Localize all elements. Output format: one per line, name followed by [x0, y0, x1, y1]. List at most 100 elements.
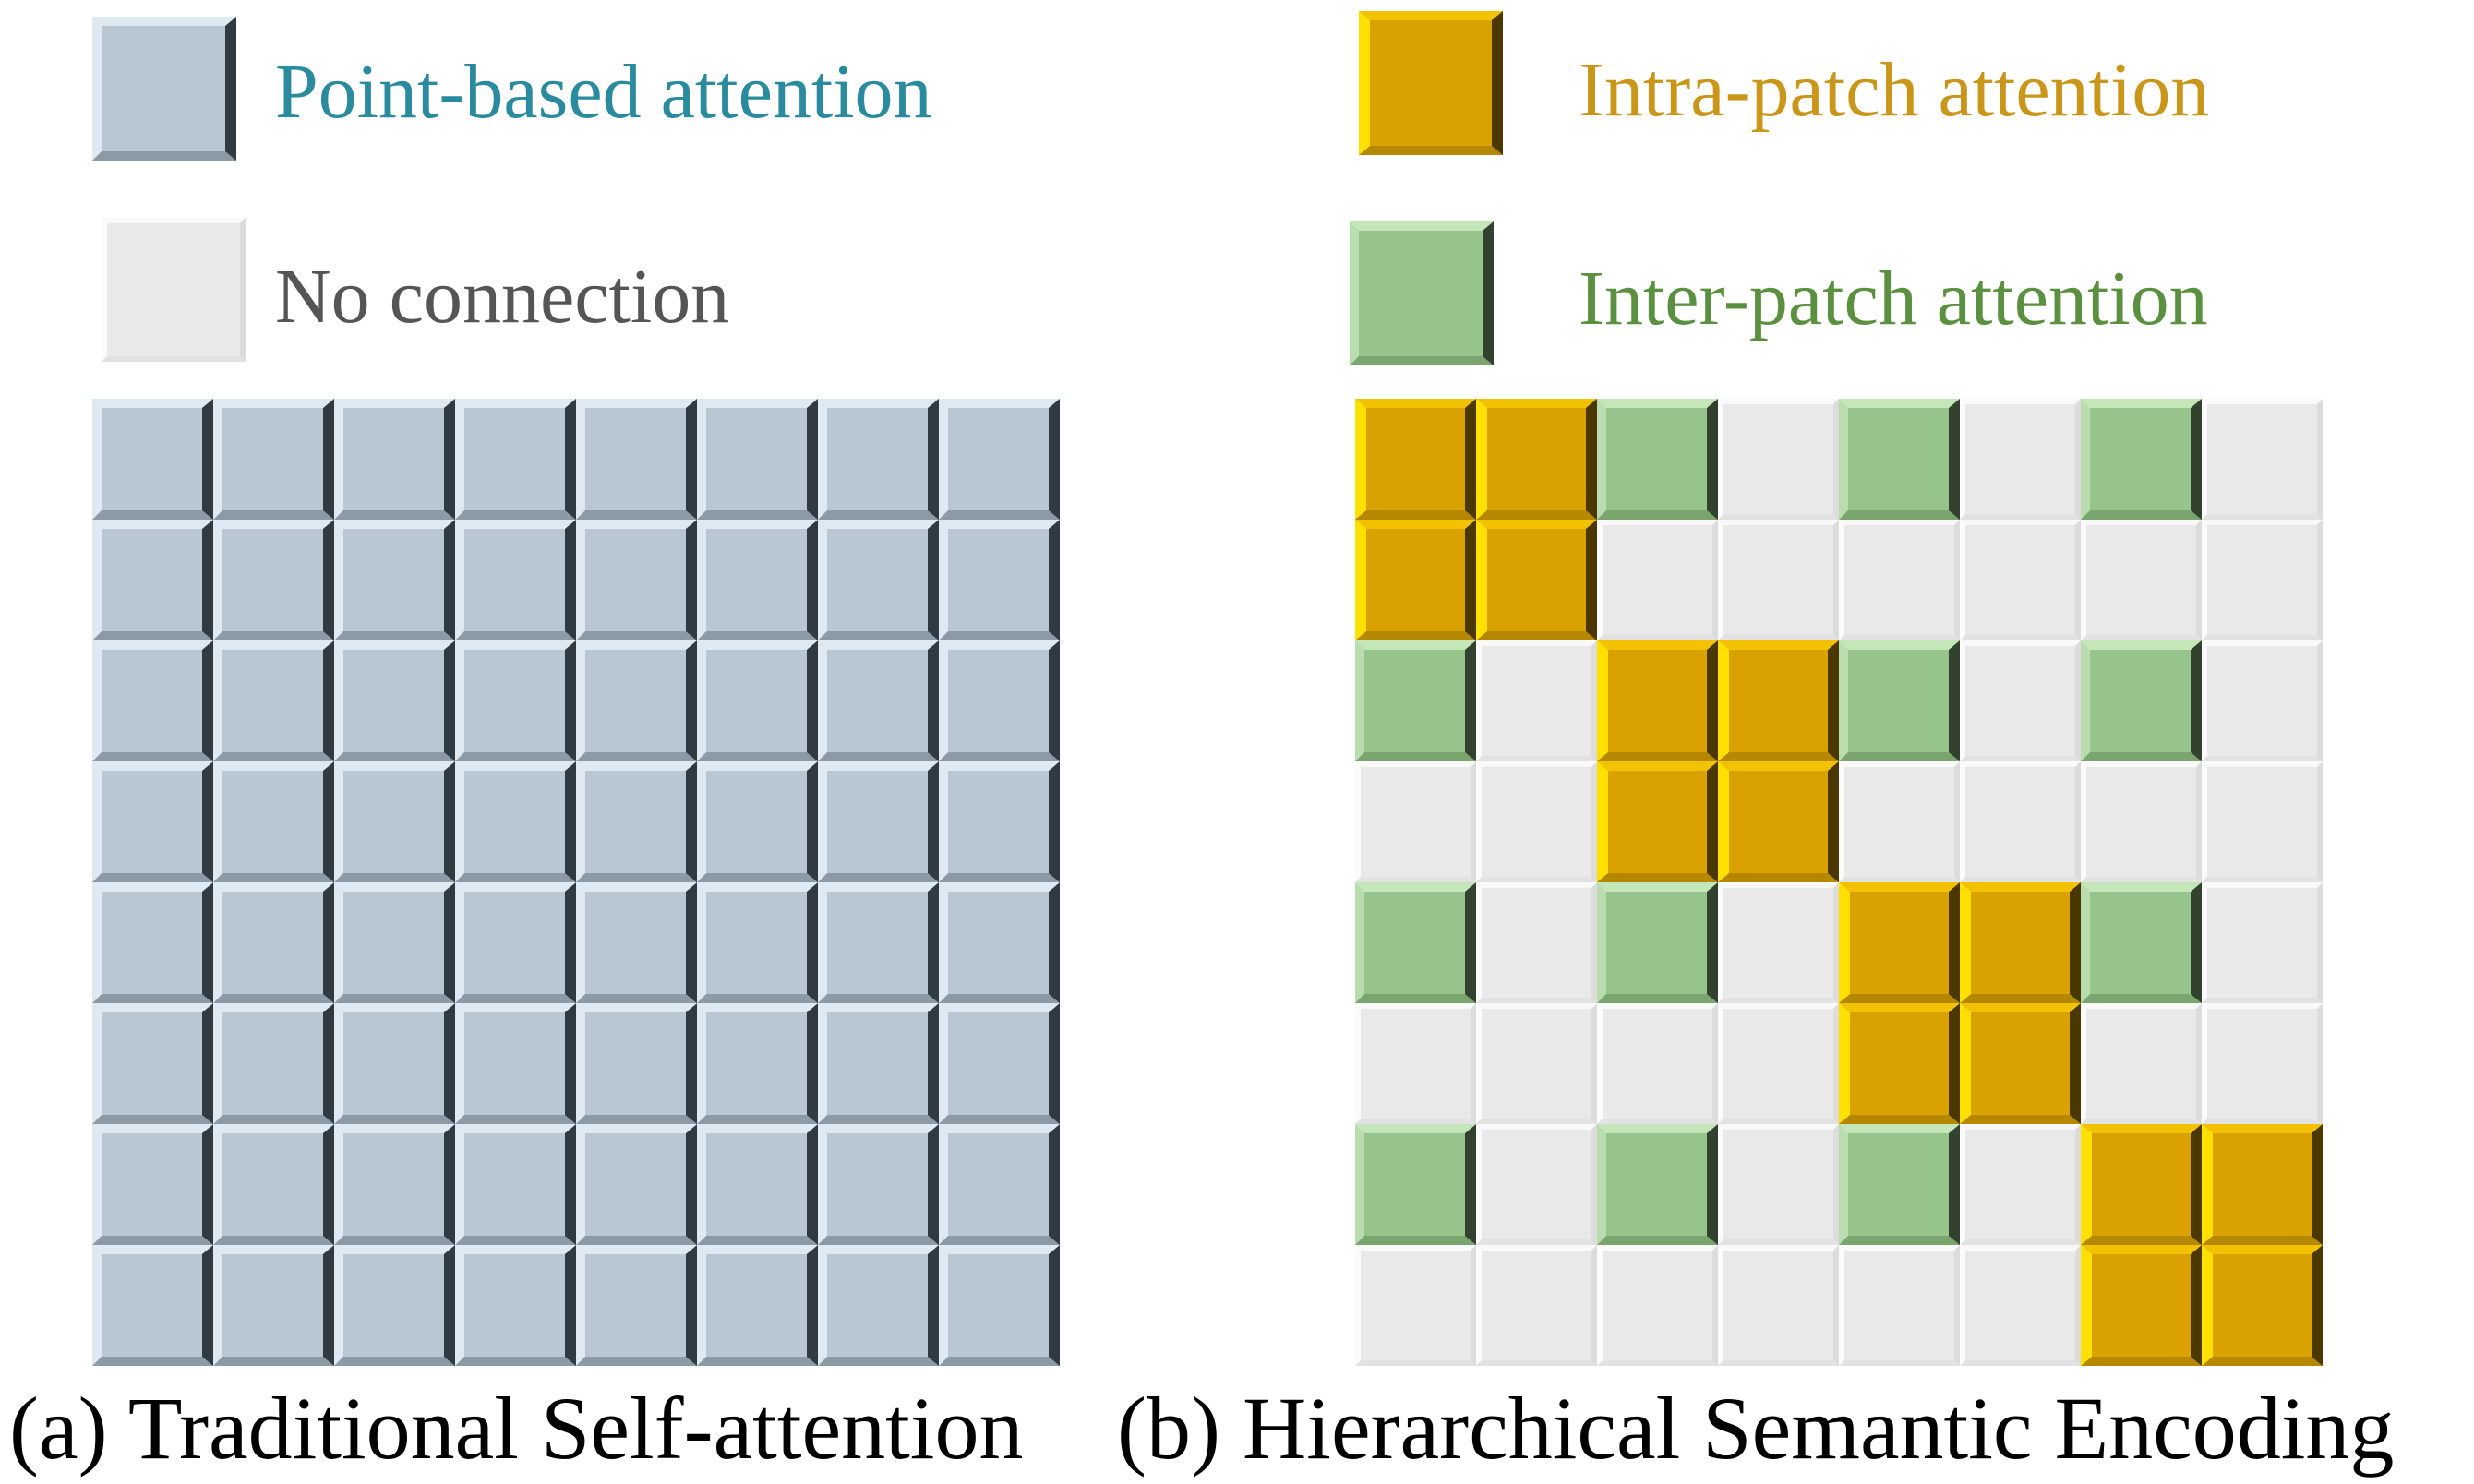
- point-based-cell: [213, 882, 334, 1003]
- inter-patch-cell: [1355, 1124, 1476, 1245]
- intra-patch-cell: [1476, 399, 1597, 520]
- inter-patch-cell: [1839, 1124, 1960, 1245]
- no-connection-cell: [1960, 1124, 2081, 1245]
- no-connection-cell: [1718, 1245, 1839, 1366]
- point-based-cell: [455, 520, 576, 640]
- no-connection-cell: [1718, 520, 1839, 640]
- point-based-cell: [92, 399, 213, 520]
- point-based-cell: [213, 520, 334, 640]
- point-based-cell: [818, 761, 939, 882]
- intra-patch-cell: [1718, 640, 1839, 761]
- point-based-cell: [818, 882, 939, 1003]
- no-connection-cell: [1839, 520, 1960, 640]
- point-based-cell: [939, 399, 1060, 520]
- point-based-cell: [455, 1003, 576, 1124]
- inter-patch-cell: [1597, 1124, 1718, 1245]
- point-based-cell: [697, 1003, 818, 1124]
- point-based-cell: [939, 1003, 1060, 1124]
- point-based-cell: [213, 1124, 334, 1245]
- point-based-cell: [334, 1003, 455, 1124]
- point-based-cell: [213, 1003, 334, 1124]
- no-connection-cell: [1476, 1124, 1597, 1245]
- point-based-cell: [334, 640, 455, 761]
- point-based-cell: [939, 520, 1060, 640]
- point-based-cell: [334, 520, 455, 640]
- no-connection-cell: [2081, 520, 2202, 640]
- intra-patch-cell: [2202, 1245, 2323, 1366]
- point-based-cell: [92, 882, 213, 1003]
- legend-no-connection-swatch: [102, 218, 246, 362]
- legend-intra-patch-swatch: [1359, 11, 1503, 155]
- point-based-cell: [92, 1003, 213, 1124]
- point-based-cell: [213, 761, 334, 882]
- inter-patch-cell: [1597, 882, 1718, 1003]
- no-connection-cell: [2202, 399, 2323, 520]
- caption-hierarchical-semantic-encoding: (b) Hierarchical Semantic Encoding: [1117, 1379, 2395, 1478]
- point-based-cell: [455, 399, 576, 520]
- intra-patch-cell: [1355, 520, 1476, 640]
- inter-patch-cell: [1839, 640, 1960, 761]
- legend-no-connection-label: No connection: [275, 254, 730, 340]
- point-based-cell: [576, 882, 697, 1003]
- no-connection-cell: [1597, 1245, 1718, 1366]
- inter-patch-cell: [2081, 882, 2202, 1003]
- point-based-cell: [455, 882, 576, 1003]
- inter-patch-cell: [2081, 399, 2202, 520]
- point-based-cell: [92, 1245, 213, 1366]
- point-based-cell: [576, 1245, 697, 1366]
- inter-patch-cell: [1597, 399, 1718, 520]
- no-connection-cell: [2202, 1003, 2323, 1124]
- no-connection-cell: [1718, 1003, 1839, 1124]
- no-connection-cell: [1960, 640, 2081, 761]
- point-based-cell: [455, 1124, 576, 1245]
- legend-inter-patch-swatch: [1350, 221, 1494, 365]
- point-based-cell: [818, 640, 939, 761]
- intra-patch-cell: [1597, 640, 1718, 761]
- point-based-cell: [334, 399, 455, 520]
- point-based-cell: [576, 761, 697, 882]
- point-based-cell: [576, 1003, 697, 1124]
- no-connection-cell: [2081, 761, 2202, 882]
- intra-patch-cell: [1718, 761, 1839, 882]
- inter-patch-cell: [2081, 640, 2202, 761]
- point-based-cell: [818, 399, 939, 520]
- point-based-cell: [818, 1245, 939, 1366]
- no-connection-cell: [1960, 761, 2081, 882]
- legend-inter-patch-label: Inter-patch attention: [1579, 256, 2208, 341]
- intra-patch-cell: [2081, 1124, 2202, 1245]
- point-based-cell: [455, 761, 576, 882]
- no-connection-cell: [2081, 1003, 2202, 1124]
- point-based-cell: [939, 1124, 1060, 1245]
- no-connection-cell: [1597, 520, 1718, 640]
- no-connection-cell: [1476, 1245, 1597, 1366]
- no-connection-cell: [1718, 399, 1839, 520]
- intra-patch-cell: [1355, 399, 1476, 520]
- intra-patch-cell: [1476, 520, 1597, 640]
- point-based-cell: [92, 640, 213, 761]
- no-connection-cell: [1839, 1245, 1960, 1366]
- no-connection-cell: [1476, 761, 1597, 882]
- caption-traditional-self-attention: (a) Traditional Self-attention: [9, 1379, 1024, 1478]
- legend-intra-patch-label: Intra-patch attention: [1579, 47, 2210, 133]
- no-connection-cell: [1960, 1245, 2081, 1366]
- point-based-cell: [334, 882, 455, 1003]
- point-based-cell: [334, 1245, 455, 1366]
- legend-point-based-swatch: [92, 17, 236, 161]
- point-based-cell: [334, 761, 455, 882]
- no-connection-cell: [1718, 1124, 1839, 1245]
- no-connection-cell: [1476, 640, 1597, 761]
- no-connection-cell: [2202, 882, 2323, 1003]
- point-based-cell: [697, 1245, 818, 1366]
- point-based-cell: [939, 1245, 1060, 1366]
- point-based-cell: [334, 1124, 455, 1245]
- traditional-self-attention-matrix: [92, 399, 1062, 1368]
- point-based-cell: [576, 520, 697, 640]
- point-based-cell: [576, 399, 697, 520]
- point-based-cell: [697, 399, 818, 520]
- no-connection-cell: [1839, 761, 1960, 882]
- point-based-cell: [92, 761, 213, 882]
- no-connection-cell: [2202, 520, 2323, 640]
- point-based-cell: [213, 640, 334, 761]
- intra-patch-cell: [1839, 1003, 1960, 1124]
- point-based-cell: [455, 1245, 576, 1366]
